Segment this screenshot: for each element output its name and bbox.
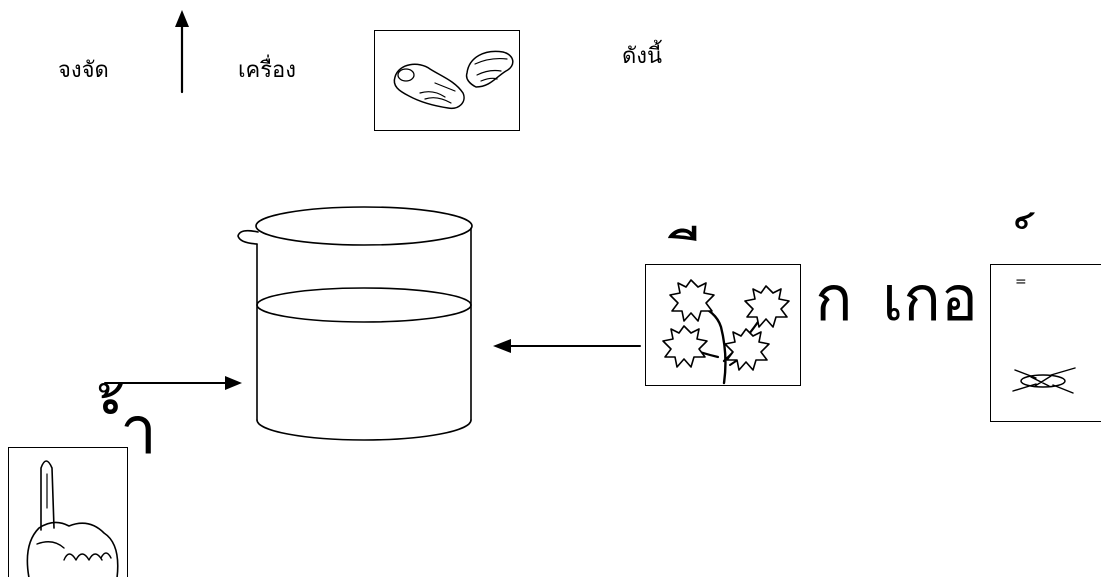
- leaf-picture-box: [645, 264, 801, 386]
- left-arrow-icon: [493, 339, 641, 353]
- box-equals-sign: =: [1015, 274, 1027, 290]
- beaker-bottom: [256, 419, 472, 441]
- left-thumb: [397, 68, 415, 82]
- instruction-word-1: จงจัด: [58, 58, 109, 83]
- right-hand-lines: [474, 57, 508, 82]
- leaf-icon: [662, 279, 790, 385]
- left-hand-lines: [419, 82, 456, 104]
- up-arrow-head: [175, 10, 189, 27]
- raised-finger-hand-icon: [26, 460, 119, 577]
- insect-picture-box: =: [990, 264, 1101, 422]
- right-arrow-icon: [104, 376, 242, 390]
- fist-outline: [26, 521, 119, 577]
- insect-body: [1020, 374, 1066, 388]
- curled-fingers: [36, 541, 112, 561]
- instruction-word-2: เครื่อง: [238, 58, 297, 83]
- insect-legs: [1012, 367, 1076, 394]
- beaker-spout: [237, 229, 259, 245]
- word-part-2: เกอ: [882, 262, 978, 335]
- water-surface: [256, 287, 472, 323]
- insect-icon: [1012, 367, 1076, 394]
- beaker-rim: [255, 206, 473, 246]
- right-hand: [465, 50, 514, 88]
- instruction-word-3: ดังนี้: [622, 44, 663, 69]
- leaf-lower-right: [724, 328, 770, 371]
- hands-picture-box: [374, 30, 520, 131]
- up-arrow-icon: [175, 10, 189, 94]
- hands-icon: [393, 50, 514, 110]
- leaf-top-left: [669, 279, 715, 322]
- leaf-lower-left: [662, 325, 708, 368]
- right-arrow-head: [225, 376, 242, 390]
- left-arrow-head: [493, 339, 511, 353]
- word-part-1: ก: [815, 262, 853, 335]
- leaf-right: [744, 285, 790, 328]
- beaker-icon: [237, 206, 473, 441]
- left-hand: [393, 63, 465, 110]
- raised-finger: [40, 460, 55, 531]
- finger-picture-box: [8, 447, 128, 577]
